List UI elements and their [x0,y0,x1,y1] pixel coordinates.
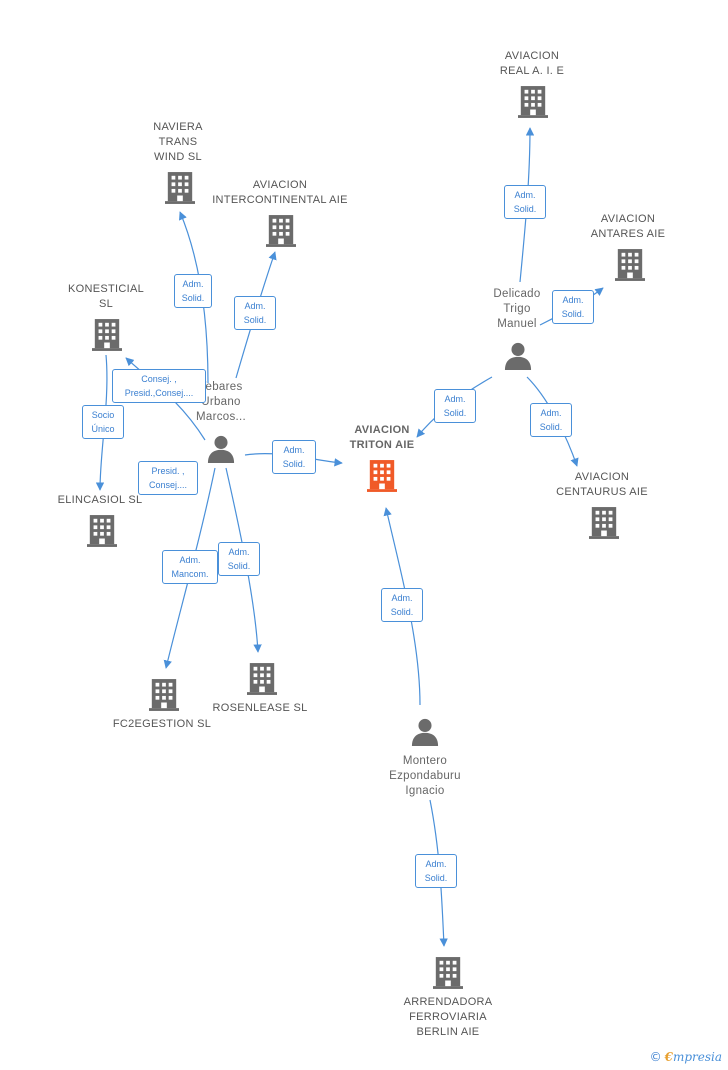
edge-label-tebares-fc2egestion[interactable]: Adm. Mancom. [162,550,218,584]
building-icon [247,663,277,695]
node-label-rosenlease[interactable]: ROSENLEASE SL [212,702,308,714]
edge-label-montero-triton[interactable]: Adm. Solid. [381,588,423,622]
node-label-centaurus[interactable]: AVIACION CENTAURUS AIE [556,471,648,498]
edge-label-montero-arrendadora[interactable]: Adm. Solid. [415,854,457,888]
person-icon [411,718,439,746]
building-icon [165,172,195,204]
node-label-real[interactable]: AVIACION REAL A. I. E [499,50,565,77]
building-icon [615,249,645,281]
building-icon [92,319,122,351]
node-label-antares[interactable]: AVIACION ANTARES AIE [590,213,666,240]
brand-logo: ©€mpresia [650,1050,722,1064]
node-label-fc2egestion[interactable]: FC2EGESTION SL [112,718,212,730]
node-label-elincasiol[interactable]: ELINCASIOL SL [57,494,143,506]
edge-label-tebares-elincasiol[interactable]: Presid. , Consej.... [138,461,198,495]
building-icon [149,679,179,711]
person-icon [504,342,532,370]
building-icon [266,215,296,247]
edge-label-tebares-rosenlease[interactable]: Adm. Solid. [218,542,260,576]
edge-label-tebares-intercontinental[interactable]: Adm. Solid. [234,296,276,330]
edge-label-delicado-triton[interactable]: Adm. Solid. [434,389,476,423]
edge-label-konesticial-elincasiol[interactable]: Socio Único [82,405,124,439]
edge-label-delicado-real[interactable]: Adm. Solid. [504,185,546,219]
edge-label-delicado-centaurus[interactable]: Adm. Solid. [530,403,572,437]
brand-initial: € [664,1050,673,1064]
brand-name: mpresia [672,1050,722,1064]
copyright-symbol: © [649,1050,662,1064]
edge-label-tebares-konesticial[interactable]: Consej. , Presid.,Consej.... [112,369,206,403]
person-icon [207,435,235,463]
edge-label-delicado-antares[interactable]: Adm. Solid. [552,290,594,324]
node-label-delicado[interactable]: Delicado Trigo Manuel [493,288,541,330]
edge-label-tebares-naviera[interactable]: Adm. Solid. [174,274,212,308]
node-label-tebares[interactable]: Tebares Urbano Marcos... [196,381,246,423]
building-icon [518,86,548,118]
building-icon [589,507,619,539]
building-icon [87,515,117,547]
edges [95,127,604,947]
building-icon [433,957,463,989]
node-label-naviera[interactable]: NAVIERA TRANS WIND SL [153,121,203,163]
node-label-intercontinental[interactable]: AVIACION INTERCONTINENTAL AIE [212,179,348,206]
nodes-icons [87,86,645,989]
node-label-montero[interactable]: Montero Ezpondaburu Ignacio [389,755,461,797]
node-label-konesticial[interactable]: KONESTICIAL SL [67,283,145,310]
edge-label-tebares-triton[interactable]: Adm. Solid. [272,440,316,474]
building-icon [367,460,397,492]
node-label-arrendadora[interactable]: ARRENDADORA FERROVIARIA BERLIN AIE [403,996,493,1038]
node-label-triton[interactable]: AVIACION TRITON AIE [349,424,415,451]
